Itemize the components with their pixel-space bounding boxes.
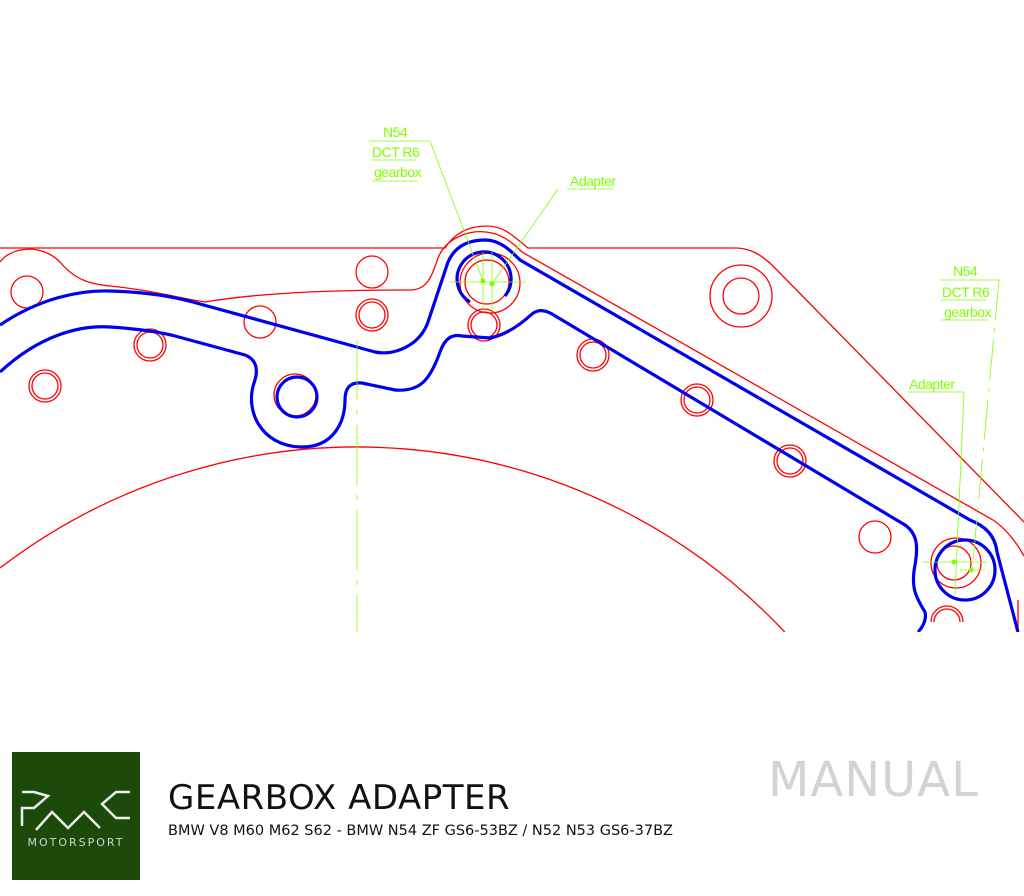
label-top-gearbox-3: gearbox bbox=[374, 164, 422, 180]
annotation-labels: N54 DCT R6 gearbox Adapter N54 DCT R6 ge… bbox=[372, 124, 992, 392]
page-title: GEARBOX ADAPTER bbox=[168, 778, 511, 818]
annotation-lines bbox=[356, 140, 1000, 632]
center-points bbox=[480, 278, 974, 573]
page-subtitle: BMW V8 M60 M62 S62 - BMW N54 ZF GS6-53BZ… bbox=[168, 823, 673, 839]
bolt-circle-arc bbox=[0, 446, 786, 632]
manual-badge: MANUAL bbox=[768, 752, 979, 808]
gearbox-outline bbox=[0, 225, 1024, 632]
gearbox-bolt-holes bbox=[10, 252, 982, 623]
label-top-adapter: Adapter bbox=[570, 173, 616, 189]
logo-text: MOTORSPORT bbox=[27, 836, 125, 849]
label-right-gearbox-2: DCT R6 bbox=[942, 284, 990, 300]
label-right-gearbox-3: gearbox bbox=[944, 304, 992, 320]
label-top-gearbox-1: N54 bbox=[383, 124, 408, 140]
pmc-motorsport-logo: MOTORSPORT bbox=[12, 752, 140, 880]
label-top-gearbox-2: DCT R6 bbox=[372, 144, 420, 160]
label-right-adapter: Adapter bbox=[909, 376, 955, 392]
adapter-outline bbox=[0, 238, 1020, 632]
technical-drawing: N54 DCT R6 gearbox Adapter N54 DCT R6 ge… bbox=[0, 124, 1024, 632]
pmc-logo-mark bbox=[20, 790, 130, 831]
label-right-gearbox-1: N54 bbox=[953, 263, 978, 279]
